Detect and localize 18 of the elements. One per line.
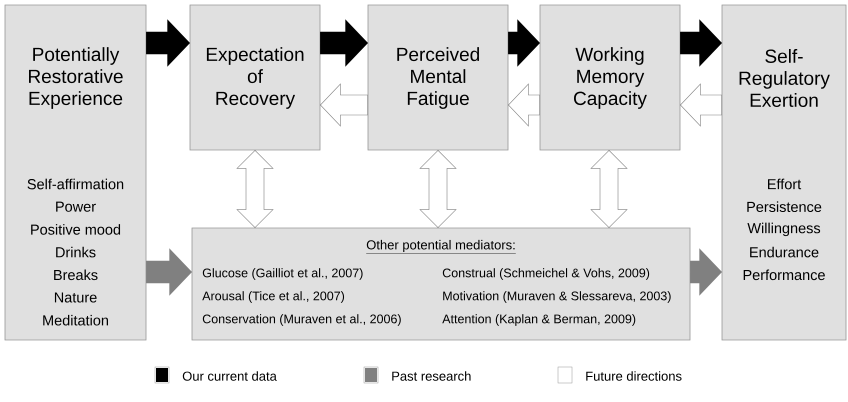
process-box: Working Memory Capacity (540, 4, 680, 150)
block-arrow (320, 83, 368, 127)
process-box: Expectation of Recovery (190, 4, 320, 150)
legend-label: Past research (392, 371, 471, 381)
process-box: Perceived Mental Fatigue (368, 4, 508, 150)
block-arrow (146, 248, 192, 296)
block-arrow (320, 19, 368, 67)
block-arrow (680, 83, 722, 127)
process-box: Other potential mediators: Glucose (Gailliot et al., 2007) Construal (Schmeichel & Vohs, 2009) Arousal (Tice et al., 2007) Motivation (Muraven & Slessareva, 2003) Conservation (Muraven et al., 2006) Attention (Kaplan & Berman, 2009) (192, 228, 690, 340)
block-arrow (508, 19, 540, 67)
block-arrow (680, 19, 722, 67)
legend-label: Our current data (182, 371, 277, 381)
block-arrow (508, 83, 540, 127)
block-arrow (690, 248, 722, 296)
process-box: Self-Regulatory Exertion Effort Persistence Willingness Endurance Performance (722, 4, 846, 340)
legend-label: Future directions (586, 371, 682, 381)
block-arrow (146, 19, 190, 67)
process-box: Potentially Restorative Experience Self-affirmation Power Positive mood Drinks Breaks Nature Meditation (4, 4, 146, 340)
